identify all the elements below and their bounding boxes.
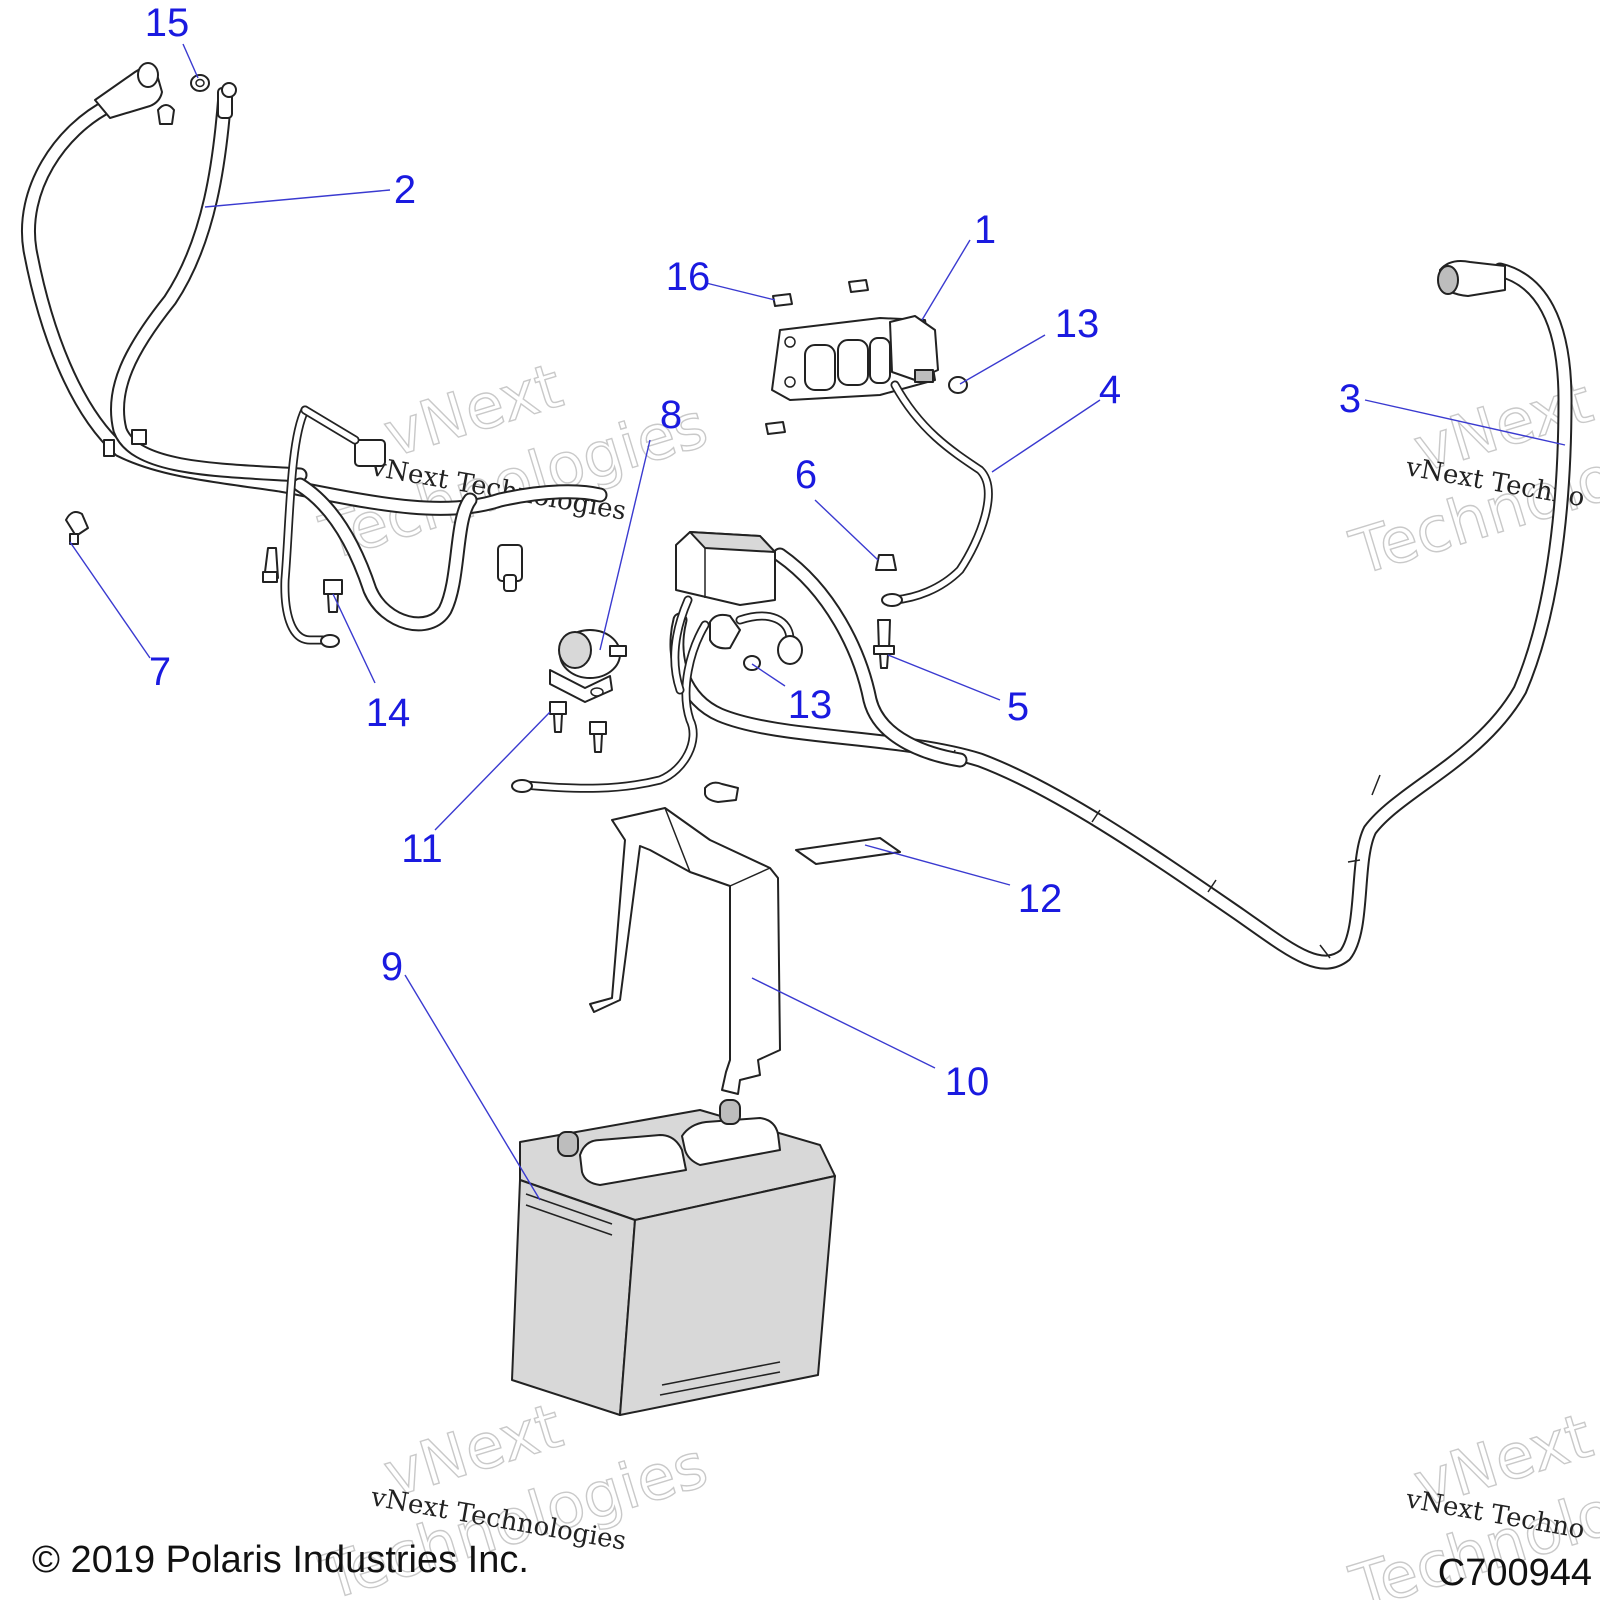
callout-3: 3 [1339,377,1361,421]
callout-11: 11 [401,827,443,871]
grommet [157,104,175,125]
callout-10: 10 [945,1060,990,1104]
callout-12: 12 [1018,877,1063,921]
stud-5 [873,619,895,669]
strap-10 [589,807,781,1095]
callout-4: 4 [1099,368,1121,412]
callout-8: 8 [660,393,682,437]
callout-16: 16 [666,255,711,299]
nut-15 [190,74,210,92]
battery-cable-3 [511,260,1573,970]
callout-7: 7 [149,650,171,694]
callout-5: 5 [1007,685,1029,729]
callout-15: 15 [145,1,190,45]
diagram-code: C700944 [1438,1552,1592,1594]
callout-13-upper: 13 [1055,302,1100,346]
wire-4 [881,380,993,607]
bolts-11 [549,701,739,803]
nut-13-upper [948,376,968,394]
pad-12 [795,837,901,865]
fuse-block-1 [771,315,939,401]
callout-14: 14 [366,691,411,735]
clip-7 [65,511,89,545]
copyright-text: © 2019 Polaris Industries Inc. [32,1539,529,1581]
callout-13-lower: 13 [788,683,833,727]
nut-6 [875,554,897,571]
callout-2: 2 [394,168,416,212]
callout-6: 6 [795,453,817,497]
leader-lines [69,43,1566,1201]
solenoid-8 [549,629,627,703]
battery-9 [511,1099,836,1416]
callout-9: 9 [381,945,403,989]
callout-1: 1 [974,208,996,252]
screws-16 [765,279,869,435]
callout-labels: 1 2 3 4 5 6 7 8 9 10 11 12 13 13 14 15 1… [145,1,1361,1104]
battery-cable-2 [21,62,608,648]
